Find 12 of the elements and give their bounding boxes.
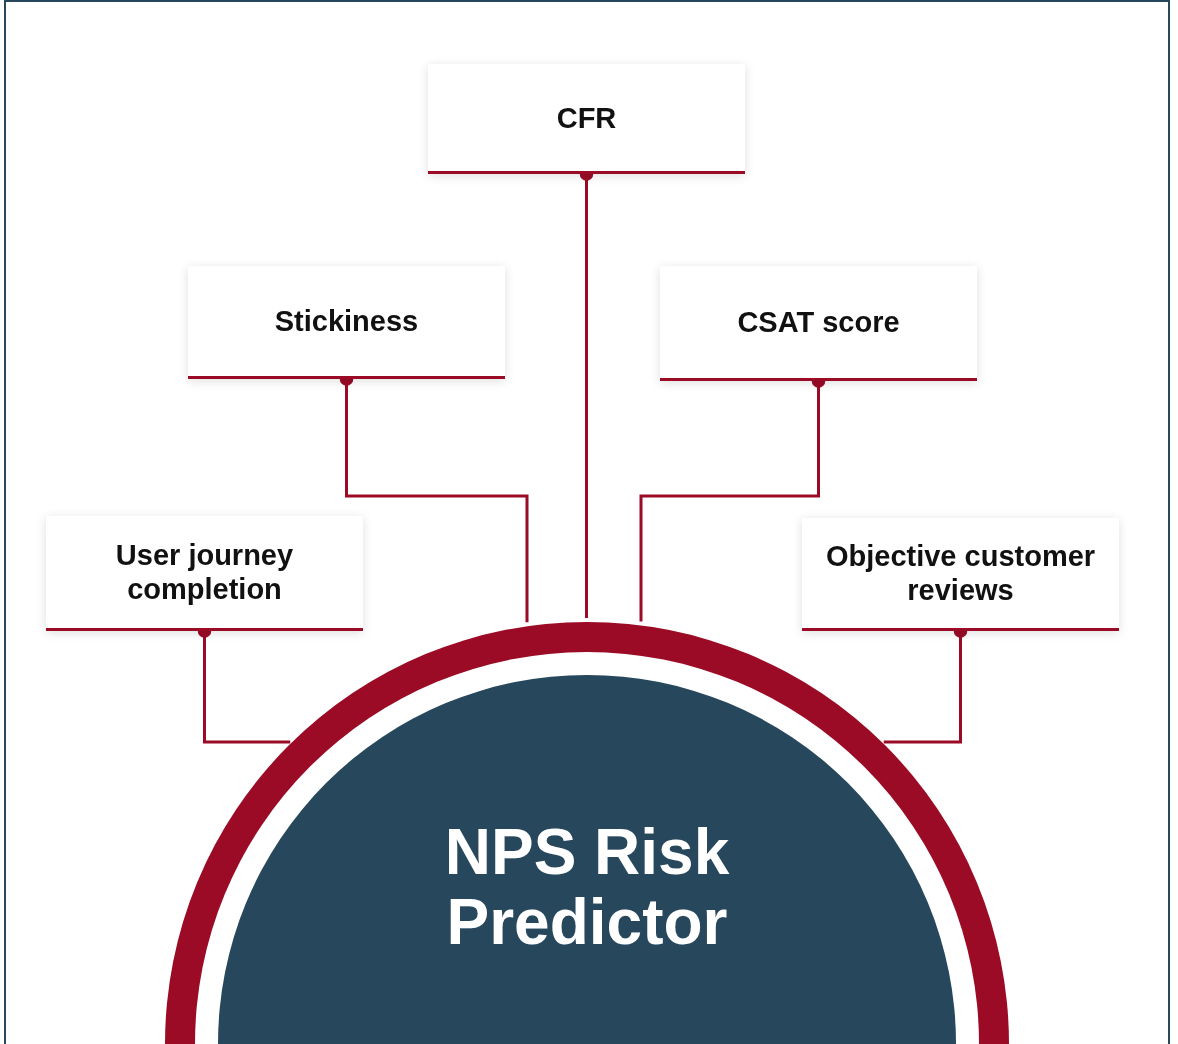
metric-label: Objective customer reviews — [824, 539, 1097, 607]
metric-card — [46, 516, 363, 631]
metric-card — [188, 266, 505, 379]
hub-semicircle — [165, 622, 1009, 1044]
hub-title: NPS Risk Predictor — [443, 817, 731, 957]
metric-card — [428, 64, 745, 174]
metric-label: CSAT score — [737, 305, 900, 339]
metric-label: CFR — [556, 100, 617, 135]
metric-label: Stickiness — [274, 304, 419, 338]
metric-card — [660, 266, 977, 381]
metric-label: User journey completion — [114, 538, 295, 606]
metric-card — [802, 518, 1119, 631]
